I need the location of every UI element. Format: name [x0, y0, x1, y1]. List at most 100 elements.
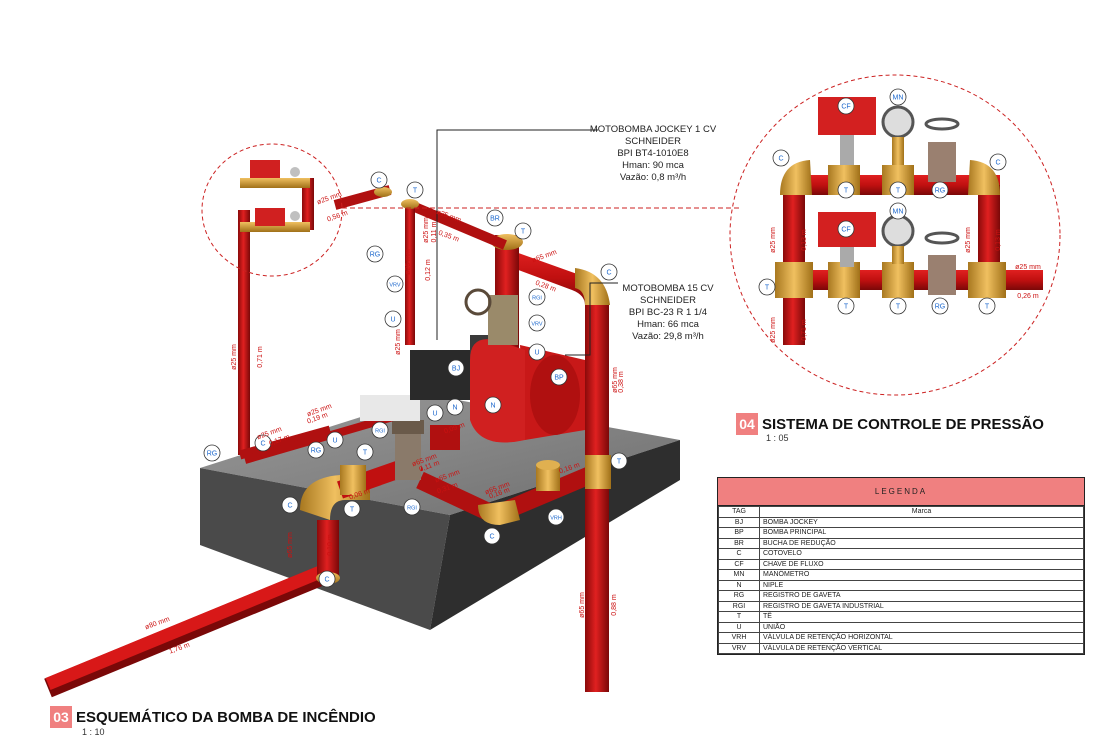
dimension-label: ø65 mm	[612, 367, 619, 393]
legend-mark: BUCHA DE REDUÇÃO	[759, 537, 1084, 549]
tag-label: C	[287, 503, 292, 510]
tag-label: U	[332, 438, 337, 445]
tag-circle	[307, 441, 325, 459]
tag-label: T	[985, 304, 990, 311]
tag-label: RGI	[375, 429, 385, 435]
tag-label: BR	[490, 216, 500, 223]
legend-tag: RG	[718, 590, 760, 602]
tag-callout: BP	[550, 368, 568, 386]
tag-circle	[837, 97, 855, 115]
tag-callout: RG	[203, 444, 221, 462]
detail-scale: 1 : 05	[766, 433, 789, 443]
tag-circle	[889, 88, 907, 106]
legend-tag: BP	[718, 527, 760, 539]
suction-pipe	[44, 453, 423, 698]
dimension-label: 0,56 m	[326, 210, 349, 224]
main-scale: 1 : 10	[82, 727, 105, 737]
dimension-label: 0,26 m	[1017, 293, 1039, 300]
tag-circle	[514, 222, 532, 240]
dimension-label: ø65 mm	[287, 532, 294, 558]
legend-mark: REGISTRO DE GAVETA INDUSTRIAL	[759, 600, 1084, 612]
dimension-label: 0,12 m	[425, 259, 432, 281]
tag-label: BP	[554, 375, 564, 382]
legend-col-mark: Marca	[759, 506, 1084, 518]
dimension-label: 0,71 m	[801, 319, 808, 341]
tag-label: CF	[841, 227, 850, 234]
legend-tag: VRH	[718, 632, 760, 644]
jockey-note-line: Vazão: 0,8 m³/h	[619, 172, 687, 183]
main-note-line: MOTOBOMBA 15 CV	[622, 283, 714, 294]
tag-callout: T	[343, 500, 361, 518]
dimension-label: ø25 mm	[395, 329, 402, 355]
tag-circle	[889, 297, 907, 315]
tag-callout: N	[446, 398, 464, 416]
main-note-line: BPI BC-23 R 1 1/4	[628, 307, 708, 318]
tag-label: T	[363, 450, 368, 457]
tag-label: BJ	[452, 366, 460, 373]
legend-tag: RGI	[718, 600, 760, 612]
tag-callout: RGI	[528, 288, 546, 306]
tag-label: C	[489, 534, 494, 541]
tag-callout: C	[318, 570, 336, 588]
tag-callout: T	[514, 222, 532, 240]
tag-label: C	[376, 178, 381, 185]
tag-callout: C	[989, 153, 1007, 171]
tag-circle	[528, 288, 546, 306]
tag-callout: VRV	[386, 275, 404, 293]
dimension-label: ø25 mm	[405, 249, 412, 275]
detail-title-text: SISTEMA DE CONTROLE DE PRESSÃO	[762, 415, 1044, 433]
dimension-label: ø65 mm	[531, 249, 558, 264]
tag-circle	[446, 398, 464, 416]
tag-callout: RG	[931, 297, 949, 315]
tag-callout: C	[483, 527, 501, 545]
dimension-label: ø25 mm	[1015, 264, 1041, 271]
legend-mark: BOMBA JOCKEY	[759, 516, 1084, 528]
tag-label: N	[452, 405, 457, 412]
tag-circle	[203, 444, 221, 462]
tag-label: T	[350, 507, 355, 514]
legend-tag: VRV	[718, 642, 760, 654]
tag-callout: VRV	[528, 314, 546, 332]
tag-callout: RG	[931, 181, 949, 199]
tag-circle	[384, 310, 402, 328]
legend-mark: CHAVE DE FLUXO	[759, 558, 1084, 570]
legend-mark: TÊ	[759, 611, 1084, 623]
tag-callout: RGI	[403, 498, 421, 516]
dimension-label: ø25 mm	[965, 227, 972, 253]
tag-label: MN	[893, 209, 904, 216]
tag-label: C	[606, 270, 611, 277]
tag-callout: C	[370, 171, 388, 189]
tag-callout: T	[889, 297, 907, 315]
main-pump-leader	[565, 282, 618, 356]
tag-callout: T	[978, 297, 996, 315]
tag-callout: RG	[366, 245, 384, 263]
detail-circle	[729, 74, 1061, 396]
tag-circle	[318, 570, 336, 588]
tag-callout: N	[484, 396, 502, 414]
tag-callout: BJ	[447, 359, 465, 377]
dimension-label: 0,35 m	[437, 230, 460, 244]
legend-col-tag: TAG	[718, 506, 760, 518]
tag-label: U	[432, 411, 437, 418]
legend-mark: UNIÃO	[759, 621, 1084, 633]
tag-label: T	[844, 188, 849, 195]
tag-callout: T	[837, 297, 855, 315]
legend-mark: NIPLE	[759, 579, 1084, 591]
main-note-line: SCHNEIDER	[640, 295, 696, 306]
tag-label: U	[534, 350, 539, 357]
tag-label: VRV	[531, 322, 543, 328]
legend-tag: CF	[718, 558, 760, 570]
tag-circle	[837, 297, 855, 315]
tag-callout: T	[356, 443, 374, 461]
dimension-label: ø65 mm	[579, 592, 586, 618]
legend-mark: VÁLVULA DE RETENÇÃO HORIZONTAL	[759, 632, 1084, 644]
